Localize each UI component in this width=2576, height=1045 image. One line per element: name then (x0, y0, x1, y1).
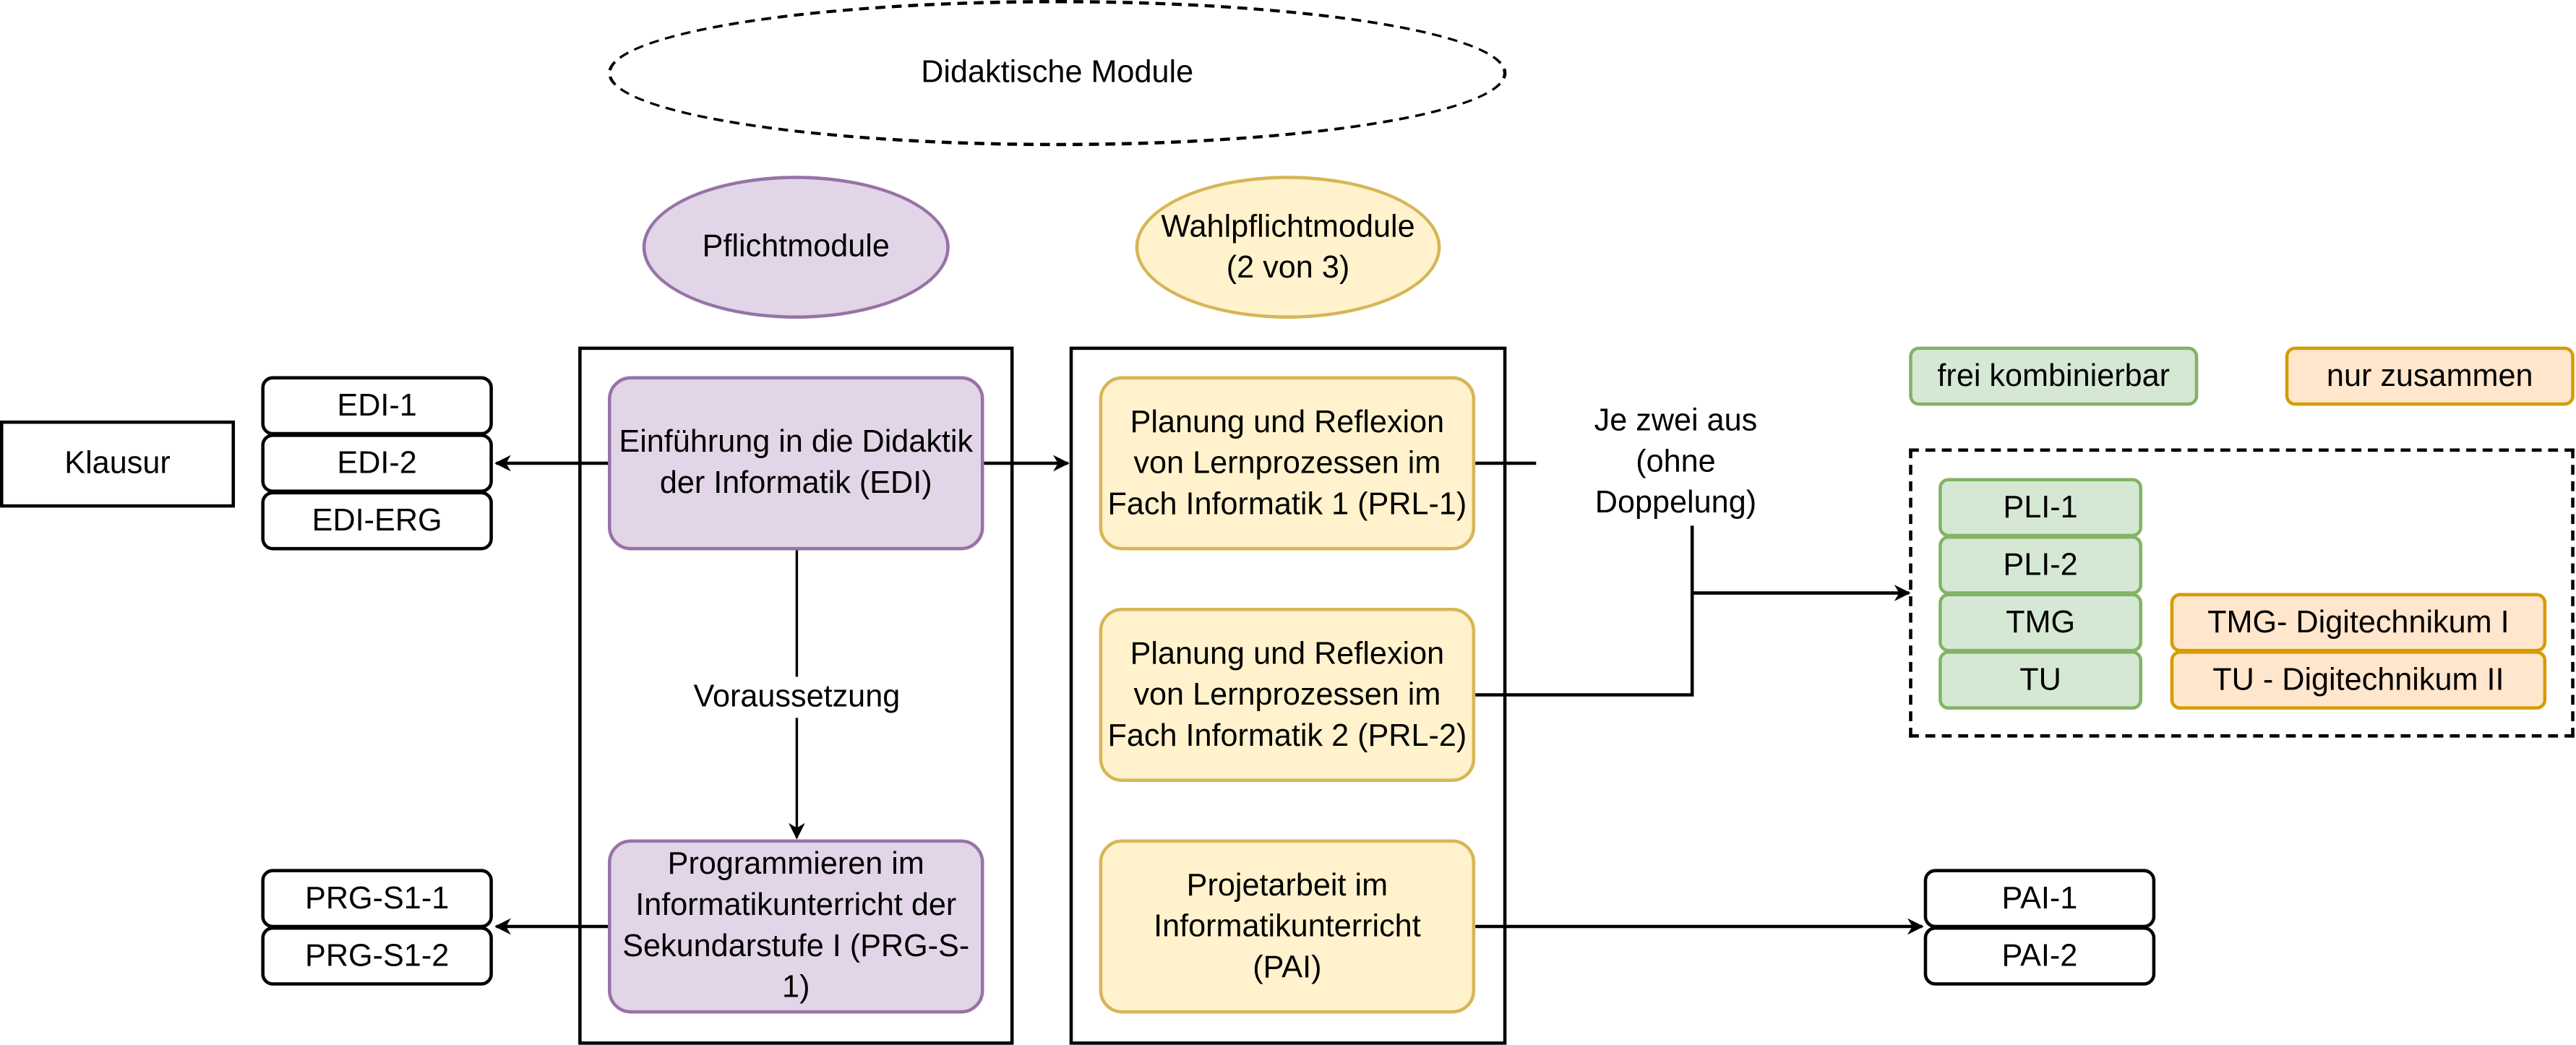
pool-label: TU - Digitechnikum II (2212, 663, 2504, 697)
category-elective-label: Wahlpflichtmodule (2 von 3) (1161, 209, 1415, 285)
part-pai-2: PAI-2 (1923, 926, 2156, 986)
legend-free: frei kombinierbar (1909, 346, 2199, 406)
legend-together: nur zusammen (2285, 346, 2575, 406)
legend-together-label: nur zusammen (2326, 358, 2533, 394)
choice-pool (1909, 448, 2575, 738)
pool-label: PLI-2 (2003, 548, 2078, 582)
category-mandatory-label: Pflichtmodule (702, 230, 890, 265)
part-edi-erg: EDI-ERG (261, 491, 493, 551)
pool-label: TMG- Digitechnikum I (2207, 605, 2510, 640)
part-label: EDI-2 (337, 446, 417, 481)
pool-tu: TU (1939, 650, 2142, 710)
module-pai-label: Projetarbeit im Informatikunterricht (PA… (1154, 868, 1421, 985)
category-elective: Wahlpflichtmodule (2 von 3) (1135, 176, 1441, 319)
pool-tu-digitechnikum: TU - Digitechnikum II (2170, 650, 2547, 710)
part-label: EDI-1 (337, 388, 417, 423)
pool-label: PLI-1 (2003, 490, 2078, 525)
part-label: PAI-1 (2001, 881, 2078, 916)
module-edi-label: Einführung in die Didaktik der Informati… (619, 425, 974, 502)
choice-note: Je zwei aus (ohne Doppelung) (1594, 404, 1758, 521)
part-edi-1: EDI-1 (261, 376, 493, 436)
pool-tmg: TMG (1939, 593, 2142, 653)
mandatory-container (578, 346, 1014, 1045)
pool-tmg-digitechnikum: TMG- Digitechnikum I (2170, 593, 2547, 653)
part-label: PAI-2 (2001, 939, 2078, 973)
module-pai: Projetarbeit im Informatikunterricht (PA… (1099, 839, 1476, 1014)
module-prl-2-label: Planung und Reflexion von Lernprozessen … (1107, 636, 1467, 754)
module-prg-label: Programmieren im Informatikunterricht de… (622, 847, 970, 1006)
part-edi-2: EDI-2 (261, 434, 493, 493)
diagram-title: Didaktische Module (921, 56, 1194, 91)
part-label: EDI-ERG (312, 503, 442, 538)
module-prl-1-label: Planung und Reflexion von Lernprozessen … (1107, 405, 1467, 522)
part-pai-1: PAI-1 (1923, 869, 2156, 929)
prerequisite-label: Voraussetzung (682, 676, 912, 718)
pool-label: TMG (2006, 605, 2076, 640)
category-mandatory: Pflichtmodule (642, 176, 950, 319)
module-prl-1: Planung und Reflexion von Lernprozessen … (1099, 376, 1476, 551)
pool-pli-1: PLI-1 (1939, 478, 2142, 538)
module-edi: Einführung in die Didaktik der Informati… (608, 376, 984, 551)
part-label: PRG-S1-1 (305, 881, 450, 916)
part-prg-s1-2: PRG-S1-2 (261, 926, 493, 986)
pool-pli-2: PLI-2 (1939, 535, 2142, 595)
module-prl-2: Planung und Reflexion von Lernprozessen … (1099, 608, 1476, 782)
edge-prl2 (1475, 525, 1694, 697)
elective-container (1069, 346, 1507, 1045)
legend-free-label: frei kombinierbar (1937, 358, 2171, 394)
pool-label: TU (2019, 663, 2061, 697)
exam-box: Klausur (0, 420, 236, 508)
module-prg-s-1: Programmieren im Informatikunterricht de… (608, 839, 984, 1014)
part-label: PRG-S1-2 (305, 939, 450, 973)
exam-label: Klausur (64, 447, 171, 481)
part-prg-s1-1: PRG-S1-1 (261, 869, 493, 929)
title-ellipse: Didaktische Module (608, 0, 1507, 147)
